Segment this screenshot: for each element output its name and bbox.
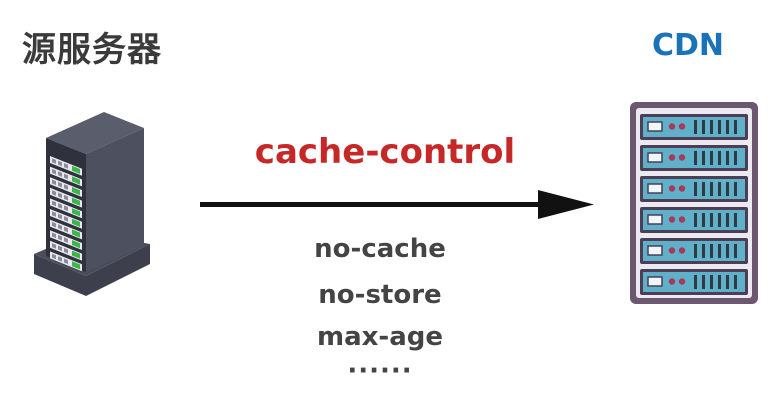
cache-control-header: cache-control [254, 132, 516, 172]
directive-no-store: no-store [318, 280, 442, 310]
origin-server-label: 源服务器 [22, 30, 162, 70]
directive-no-cache: no-cache [314, 234, 446, 264]
cdn-label: CDN [652, 28, 725, 63]
directive-ellipsis: ······ [347, 356, 413, 386]
tower-server-icon [34, 112, 150, 296]
directive-max-age: max-age [317, 322, 443, 352]
right-arrow-icon [200, 190, 594, 219]
server-rack-icon [630, 102, 758, 304]
